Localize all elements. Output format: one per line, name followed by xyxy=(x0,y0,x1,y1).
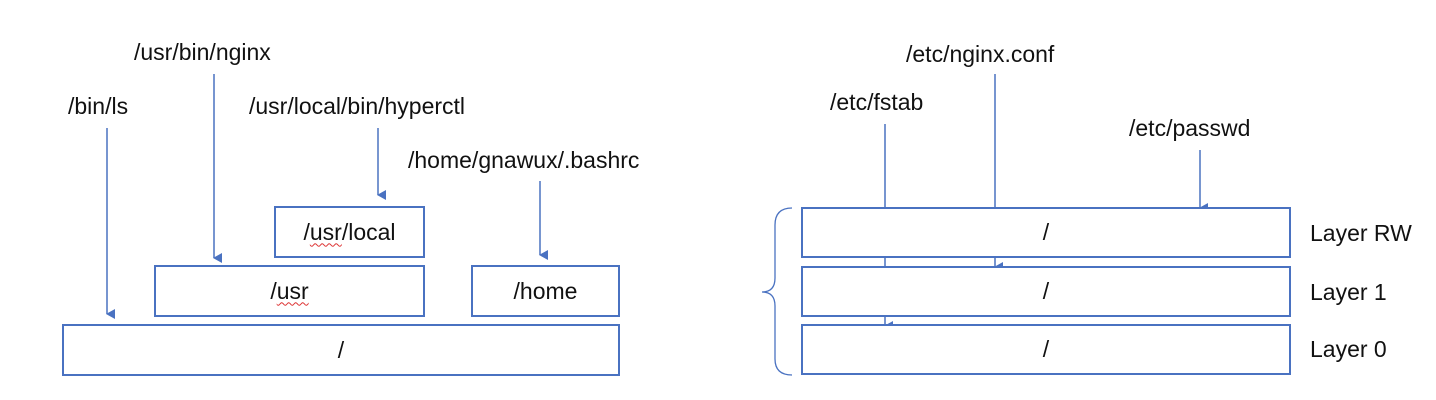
layer-0-box-label: / xyxy=(1042,336,1050,362)
box-home: /home xyxy=(471,265,620,317)
layer-1-box-label: / xyxy=(1042,278,1050,304)
layer-0-box: / xyxy=(801,324,1291,375)
box-usr-local-usr: usr xyxy=(309,218,342,245)
box-usr-prefix: / xyxy=(270,277,277,304)
layer-1-box: / xyxy=(801,266,1291,317)
layer-rw-label: Layer RW xyxy=(1310,220,1412,246)
box-root: / xyxy=(62,324,620,376)
box-usr-local-prefix: / xyxy=(303,218,310,245)
label-usr-bin-nginx: /usr/bin/nginx xyxy=(134,39,271,65)
label-etc-nginx-conf: /etc/nginx.conf xyxy=(906,41,1055,67)
box-usr-local: /usr/local xyxy=(274,206,425,258)
box-root-label: / xyxy=(337,336,345,363)
box-usr: /usr xyxy=(154,265,425,317)
label-home-bashrc: /home/gnawux/.bashrc xyxy=(408,147,640,173)
label-etc-passwd: /etc/passwd xyxy=(1129,115,1251,141)
layer-rw-box: / xyxy=(801,207,1291,258)
label-etc-fstab: /etc/fstab xyxy=(830,89,924,115)
box-usr-local-suffix: /local xyxy=(341,218,396,245)
layer-rw-box-label: / xyxy=(1042,219,1050,245)
box-usr-usr: usr xyxy=(276,277,309,304)
box-home-label: /home xyxy=(513,277,578,304)
label-bin-ls: /bin/ls xyxy=(68,93,129,119)
layer-1-label: Layer 1 xyxy=(1310,279,1387,305)
layer-0-label: Layer 0 xyxy=(1310,336,1387,362)
layers-brace xyxy=(761,207,793,376)
label-usr-local-bin-hyperctl: /usr/local/bin/hyperctl xyxy=(249,93,466,119)
